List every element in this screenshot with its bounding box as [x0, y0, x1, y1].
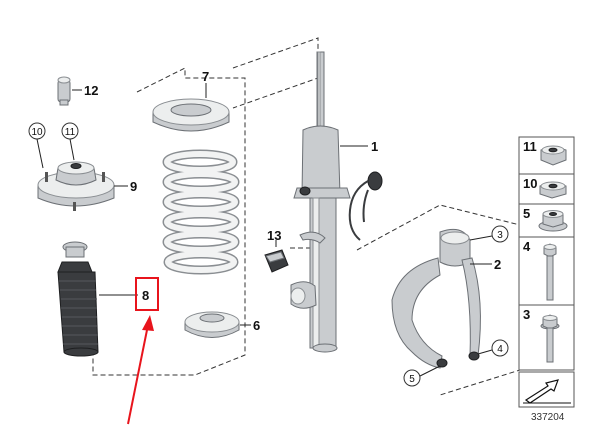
frame-spring-group — [92, 67, 246, 376]
part-1-shock-absorber — [290, 51, 383, 353]
legend-item-10: 10 — [518, 173, 575, 205]
callout-13: 13 — [267, 228, 281, 243]
callout-1: 1 — [371, 139, 378, 154]
callout-5: 5 — [409, 374, 415, 385]
leader-11 — [69, 138, 75, 161]
callout-circle-5: 5 — [403, 369, 421, 387]
legend-item-4: 4 — [518, 236, 575, 306]
callout-circle-4: 4 — [491, 339, 509, 357]
legend-column: 11 10 5 4 — [518, 136, 575, 423]
svg-text:3: 3 — [523, 307, 530, 322]
callout-circle-10: 10 — [28, 122, 46, 140]
part-8-boot — [57, 241, 99, 357]
svg-text:4: 4 — [523, 239, 531, 254]
part-12-stud — [57, 76, 71, 106]
callout-7: 7 — [202, 69, 209, 84]
frame-strut-group — [232, 37, 319, 109]
callout-10: 10 — [31, 127, 43, 138]
callout-circle-11: 11 — [61, 122, 79, 140]
callout-11: 11 — [65, 127, 76, 138]
part-9-top-mount — [37, 161, 115, 211]
svg-text:5: 5 — [523, 206, 530, 221]
part-2-control-arm — [391, 228, 481, 369]
legend-item-11: 11 — [518, 136, 575, 175]
callout-6: 6 — [253, 318, 260, 333]
part-7-upper-seat — [152, 98, 230, 132]
direction-arrow-icon — [518, 371, 575, 408]
coil-spring-face — [164, 151, 238, 273]
callout-circle-3: 3 — [491, 225, 509, 243]
leader-4 — [477, 349, 493, 355]
legend-item-3: 3 — [518, 304, 575, 371]
svg-text:10: 10 — [523, 176, 537, 191]
red-arrow — [127, 315, 154, 425]
svg-text:11: 11 — [523, 139, 537, 154]
callout-8: 8 — [142, 288, 149, 303]
leader-3 — [469, 235, 493, 241]
legend-item-5: 5 — [518, 203, 575, 238]
callout-3: 3 — [497, 230, 503, 241]
callout-2: 2 — [494, 257, 501, 272]
highlight-box-8 — [135, 277, 159, 311]
grouping-frames — [92, 37, 521, 396]
part-6-lower-seat — [184, 311, 240, 338]
part-13-clip — [264, 249, 289, 273]
callout-9: 9 — [130, 179, 137, 194]
callout-12: 12 — [84, 83, 98, 98]
leader-5 — [419, 365, 441, 377]
leader-10 — [36, 138, 44, 169]
document-id: 337204 — [531, 412, 565, 423]
callout-4: 4 — [497, 344, 503, 355]
